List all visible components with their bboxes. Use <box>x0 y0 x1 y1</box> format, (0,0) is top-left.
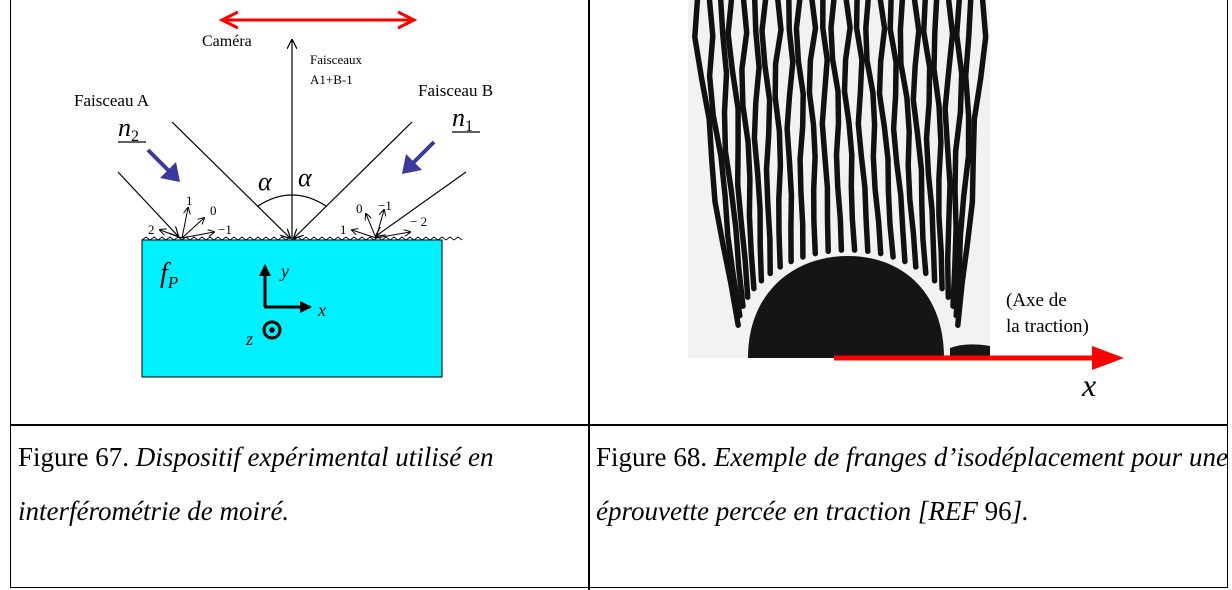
fringe-line <box>863 0 884 257</box>
fringe-line <box>897 0 919 270</box>
fringe-line <box>759 0 773 277</box>
order-0-label: 0 <box>210 203 217 218</box>
faisceau-b-label: Faisceau B <box>418 81 493 100</box>
figure-67-text: Dispositif expérimental utilisé en inter… <box>18 442 494 526</box>
fringe-line <box>920 0 938 284</box>
y-axis-label: y <box>279 261 289 281</box>
order-minus2-label: − 2 <box>410 214 427 229</box>
figure-67-caption: Figure 67. Dispositif expérimental utili… <box>18 430 578 538</box>
z-axis-out-of-plane-icon <box>262 320 282 340</box>
x-axis-label: x <box>317 300 326 320</box>
isodisplacement-fringe-photo <box>688 0 990 358</box>
order-1-label: 1 <box>186 193 193 208</box>
fringe-line <box>953 0 974 319</box>
order-2-label: 2 <box>148 222 155 237</box>
grating-surface <box>141 236 463 241</box>
order-1-right-label: 1 <box>340 222 347 237</box>
fringe-line <box>793 0 806 260</box>
fringe-line <box>819 0 831 255</box>
figure-table <box>10 0 1228 588</box>
fringe-line <box>841 0 858 253</box>
fringe-line <box>692 0 741 328</box>
traction-axis-note-line2: la traction) <box>1006 316 1089 337</box>
figure-68-number: Figure 68. <box>596 442 708 472</box>
x-axis-label-68: x <box>1081 367 1096 403</box>
figure-68-photo: (Axe de la traction) x <box>688 0 1124 403</box>
figure-68-ref-number: 96 <box>984 496 1012 526</box>
figure-67-diagram: Caméra Faisceaux A1+B-1 Faisceau A Faisc… <box>74 10 493 378</box>
alpha-left-label: α <box>258 167 273 196</box>
fringe-line <box>717 0 746 309</box>
fringe-line <box>784 0 796 265</box>
figure-67-number: Figure 67. <box>18 442 129 472</box>
order-minus1-label: −1 <box>218 222 232 237</box>
fringe-line <box>950 0 965 309</box>
fringe-line <box>853 0 871 255</box>
fringe-line <box>876 0 896 260</box>
fringe-line <box>706 0 743 319</box>
beam-a-inner <box>171 121 290 238</box>
fringe-line <box>910 0 929 277</box>
table-column-divider <box>588 0 590 590</box>
fringe-line <box>887 0 908 265</box>
beam-b-outer <box>376 171 467 236</box>
fringe-line <box>725 0 751 300</box>
fringe-line <box>772 0 784 270</box>
traction-axis-note-line1: (Axe de <box>1006 290 1067 311</box>
z-axis-label: z <box>245 329 253 349</box>
faisceaux-label-line1: Faisceaux <box>310 52 362 67</box>
figure-68-ref-open: [REF <box>917 496 978 526</box>
table-row-divider <box>10 424 1228 426</box>
fringe-line <box>751 0 765 284</box>
order-minus1-right-label: −1 <box>378 198 392 213</box>
figure-68-ref-close: ]. <box>1011 496 1029 526</box>
order-0-right-label: 0 <box>356 201 363 216</box>
fringe-line <box>931 0 945 292</box>
fringe-line <box>942 0 956 300</box>
alpha-right-label: α <box>298 163 313 192</box>
faisceaux-label-line2: A1+B-1 <box>310 72 353 87</box>
beam-a-outer <box>117 171 178 236</box>
fringe-line <box>955 0 989 328</box>
fringe-line <box>739 0 757 292</box>
alpha-arc <box>257 194 327 207</box>
camera-label: Caméra <box>202 33 252 50</box>
fringe-line <box>806 0 819 257</box>
hole-region <box>748 256 944 358</box>
fringe-line <box>828 0 845 253</box>
figure-68-caption: Figure 68. Exemple de franges d’isodépla… <box>596 430 1228 538</box>
beam-b-inner <box>294 121 413 238</box>
faisceau-a-label: Faisceau A <box>74 91 150 110</box>
figure-68-text: Exemple de franges d’isodéplacement pour… <box>596 442 1229 526</box>
